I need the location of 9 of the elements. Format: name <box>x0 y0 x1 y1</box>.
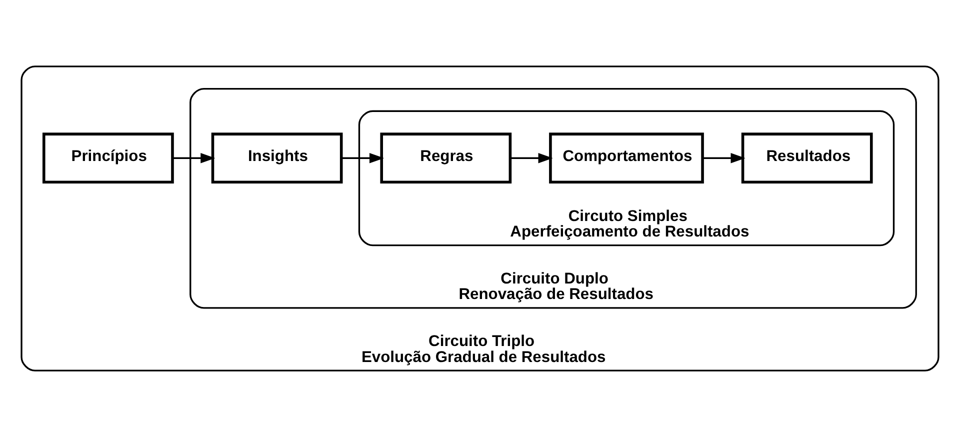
arrow <box>702 153 746 164</box>
arrow <box>510 153 553 164</box>
node-box: Insights <box>211 132 343 184</box>
arrow <box>342 153 384 164</box>
node-box: Regras <box>380 132 512 184</box>
arrow <box>172 153 216 164</box>
node-box: Princípios <box>42 132 174 184</box>
node-box: Comportamentos <box>549 132 704 184</box>
node-box: Resultados <box>741 132 873 184</box>
